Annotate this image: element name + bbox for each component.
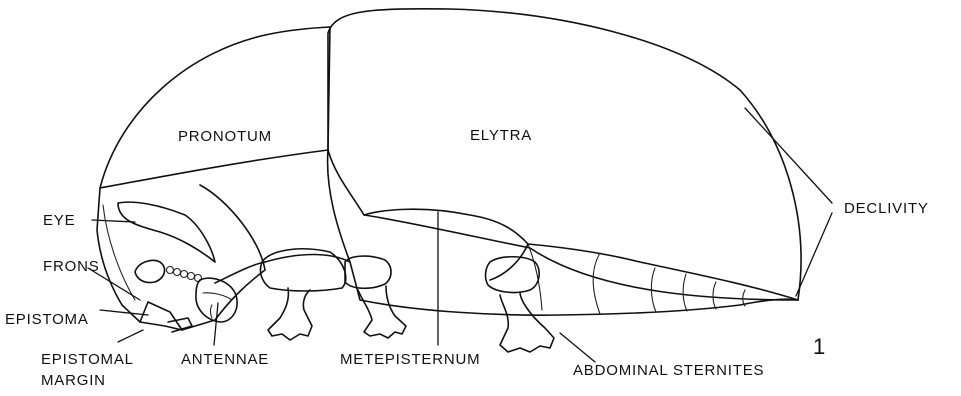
- elytra-shape: [328, 9, 801, 300]
- label-elytra: ELYTRA: [470, 127, 532, 144]
- sternite-1: [593, 253, 600, 314]
- abdominal-leader: [560, 333, 595, 362]
- head-shape: [97, 185, 265, 330]
- pronotum-shape: [100, 27, 330, 188]
- label-epistomal-margin-1: EPISTOMAL: [41, 351, 134, 368]
- sternite-4: [713, 282, 716, 309]
- sternite-3: [683, 274, 687, 311]
- label-frons: FRONS: [43, 258, 100, 275]
- epistoma-leader: [100, 310, 148, 315]
- eye-shape: [118, 202, 215, 262]
- label-abdominal-sternites: ABDOMINAL STERNITES: [573, 362, 764, 379]
- mouthparts: [140, 302, 192, 332]
- beetle-outline: [97, 9, 801, 332]
- figure-number: 1: [813, 334, 825, 359]
- label-epistomal-margin-2: MARGIN: [41, 372, 106, 389]
- epistomal-margin-leader: [118, 330, 143, 342]
- legs: [260, 249, 554, 352]
- antennae-leader: [214, 303, 218, 345]
- prothorax-lower: [215, 262, 265, 283]
- label-pronotum: PRONOTUM: [178, 128, 272, 145]
- declivity-leader-top: [745, 108, 832, 203]
- antenna: [135, 260, 237, 322]
- frons-line: [103, 205, 135, 300]
- label-metepisternum: METEPISTERNUM: [340, 351, 480, 368]
- label-declivity: DECLIVITY: [844, 200, 929, 217]
- label-eye: EYE: [43, 212, 75, 229]
- label-antennae: ANTENNAE: [181, 351, 269, 368]
- label-epistoma: EPISTOMA: [5, 311, 89, 328]
- labels: PRONOTUM ELYTRA DECLIVITY EYE FRONS EPIS…: [5, 127, 929, 389]
- mesothorax-side: [328, 150, 350, 262]
